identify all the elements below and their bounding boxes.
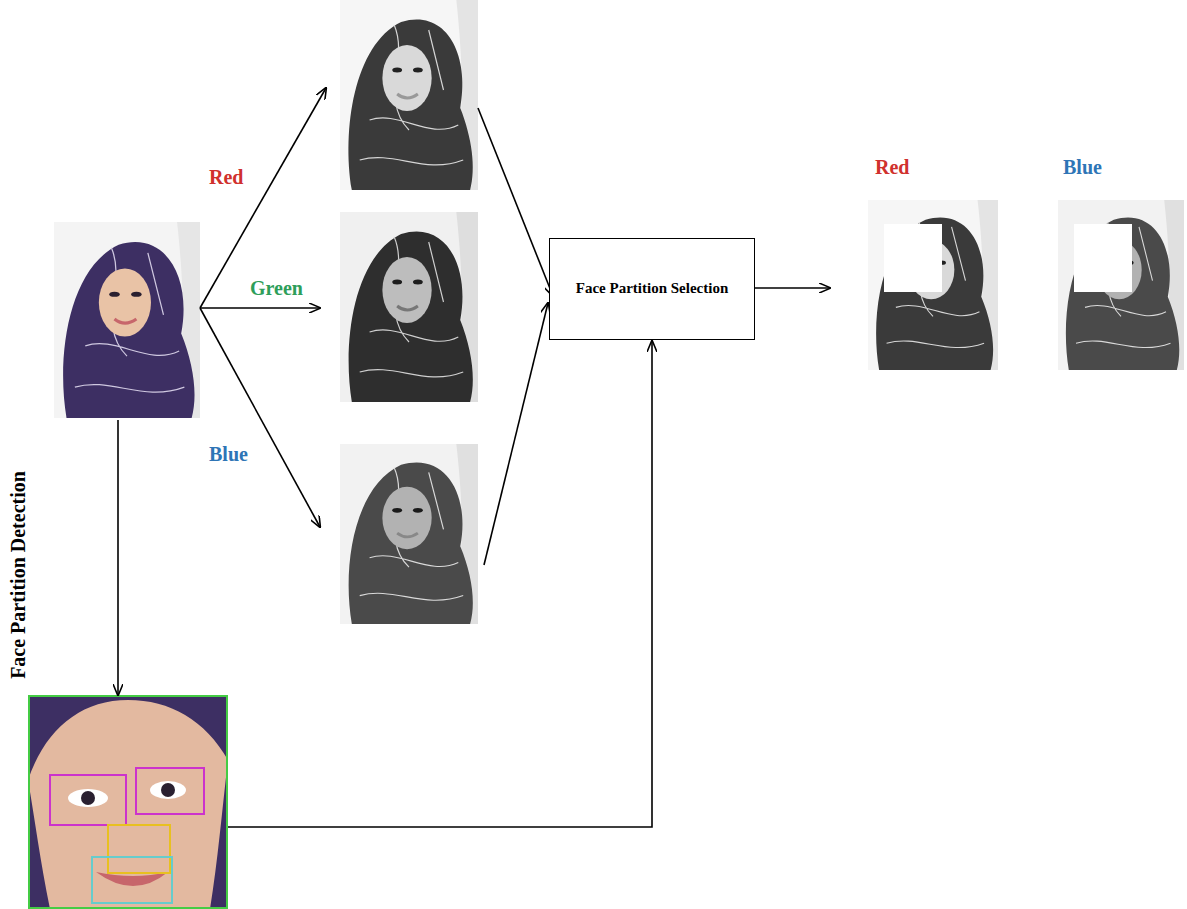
channel-label: Blue — [209, 443, 248, 465]
box-label: Face Partition Selection — [566, 273, 738, 305]
process-box: Face Partition Selection — [549, 238, 755, 340]
blue-channel-image — [340, 444, 478, 624]
blue-output-image — [1058, 200, 1184, 370]
green-channel-image — [340, 212, 478, 402]
flow-arrows — [118, 88, 830, 827]
red-output-image — [868, 200, 998, 370]
face-crop-image — [28, 695, 228, 909]
channel-label: Blue — [1063, 156, 1102, 178]
red-channel-image — [340, 0, 478, 190]
channel-label: Green — [250, 277, 303, 299]
channel-label: Red — [209, 166, 243, 188]
stage-label: Face Partition Detection — [7, 471, 29, 679]
channel-label: Red — [875, 156, 909, 178]
color-photo — [54, 222, 200, 418]
